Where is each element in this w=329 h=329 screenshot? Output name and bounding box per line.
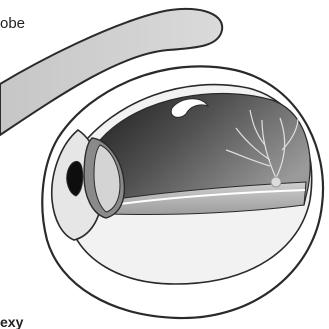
label-bottom-left: exy <box>0 314 24 329</box>
optic-disc <box>271 177 281 187</box>
label-top-left: obe <box>0 15 25 32</box>
